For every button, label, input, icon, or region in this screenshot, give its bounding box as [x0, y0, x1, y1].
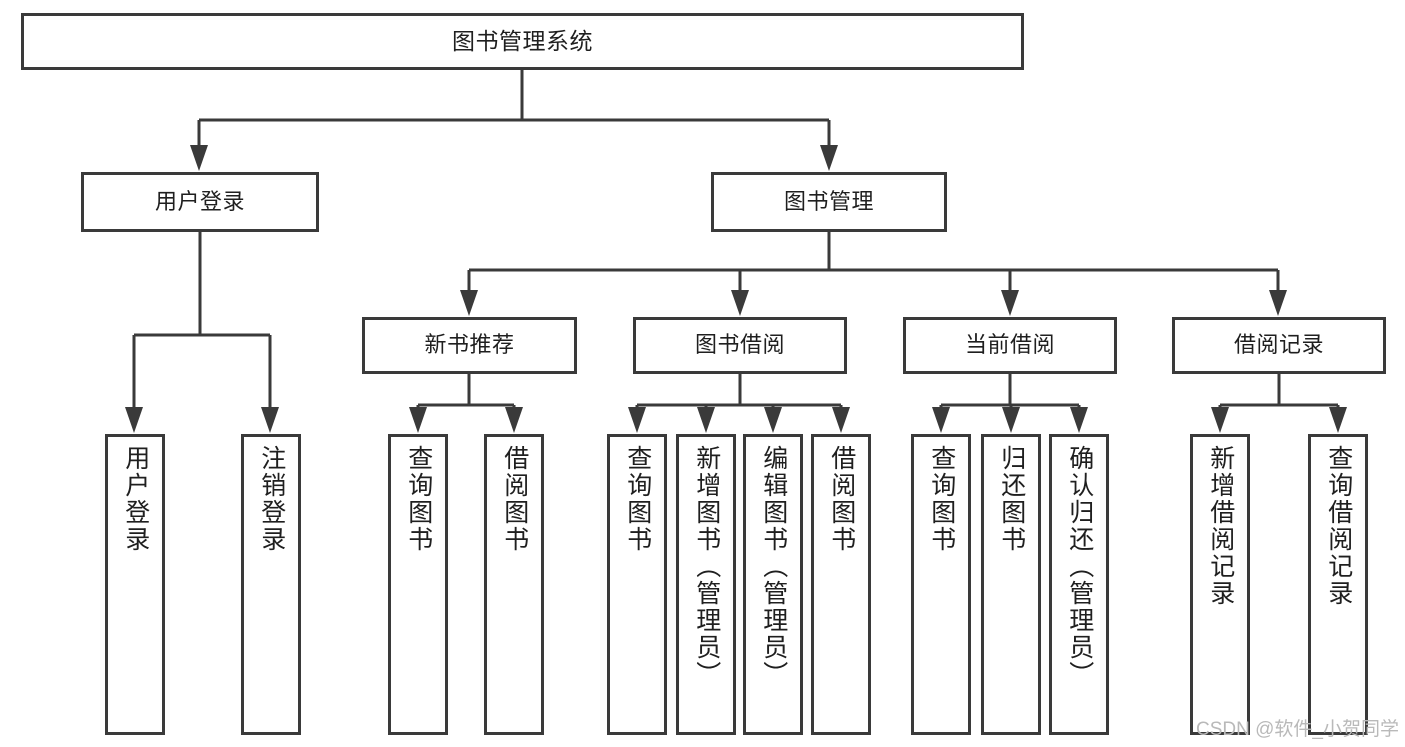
node-leaf-borrow-query-book[interactable]: 查询图书 — [607, 434, 667, 735]
node-leaf-current-query-book[interactable]: 查询图书 — [911, 434, 971, 735]
node-label: 用户登录 — [154, 188, 245, 214]
node-leaf-current-confirm-return[interactable]: 确认归还（管理员） — [1049, 434, 1109, 735]
node-label: 查询图书 — [623, 445, 652, 553]
node-leaf-borrow-add-book[interactable]: 新增图书（管理员） — [676, 434, 736, 735]
node-leaf-recommend-borrow-book[interactable]: 借阅图书 — [484, 434, 544, 735]
node-label: 查询借阅记录 — [1324, 445, 1353, 607]
arrowhead-icon — [1269, 290, 1287, 316]
arrowhead-icon — [697, 407, 715, 433]
node-leaf-borrow-lend-book[interactable]: 借阅图书 — [811, 434, 871, 735]
arrowhead-icon — [1329, 407, 1347, 433]
node-label: 新书推荐 — [424, 332, 515, 358]
arrowhead-icon — [628, 407, 646, 433]
arrowhead-icon — [1070, 407, 1088, 433]
node-borrow-record[interactable]: 借阅记录 — [1172, 317, 1386, 374]
arrowhead-icon — [764, 407, 782, 433]
node-user-login[interactable]: 用户登录 — [81, 172, 319, 232]
node-label: 新增借阅记录 — [1206, 445, 1235, 607]
node-label: 注销登录 — [257, 445, 286, 553]
node-label: 图书管理 — [783, 188, 874, 214]
arrowhead-icon — [1211, 407, 1229, 433]
arrowhead-icon — [932, 407, 950, 433]
arrowhead-icon — [832, 407, 850, 433]
node-root-system[interactable]: 图书管理系统 — [21, 13, 1024, 70]
arrowhead-icon — [505, 407, 523, 433]
node-label: 用户登录 — [121, 445, 150, 553]
node-leaf-borrow-edit-book[interactable]: 编辑图书（管理员） — [743, 434, 803, 735]
node-leaf-user-logout[interactable]: 注销登录 — [241, 434, 301, 735]
node-label: 借阅图书 — [827, 445, 856, 553]
arrowhead-icon — [1001, 290, 1019, 316]
node-label: 查询图书 — [404, 445, 433, 553]
node-label: 查询图书 — [927, 445, 956, 553]
node-label: 编辑图书（管理员） — [759, 445, 788, 688]
node-label: 借阅记录 — [1233, 332, 1324, 358]
arrowhead-icon — [409, 407, 427, 433]
arrowhead-icon — [125, 407, 143, 433]
node-new-book-recommend[interactable]: 新书推荐 — [362, 317, 577, 374]
node-leaf-current-return-book[interactable]: 归还图书 — [981, 434, 1041, 735]
arrowhead-icon — [820, 145, 838, 171]
node-book-management[interactable]: 图书管理 — [711, 172, 947, 232]
node-label: 图书管理系统 — [452, 27, 593, 54]
arrowhead-icon — [1002, 407, 1020, 433]
arrowhead-icon — [731, 290, 749, 316]
node-label: 借阅图书 — [500, 445, 529, 553]
arrowhead-icon — [190, 145, 208, 171]
node-label: 归还图书 — [997, 445, 1026, 553]
node-leaf-recommend-query-book[interactable]: 查询图书 — [388, 434, 448, 735]
node-label: 当前借阅 — [964, 332, 1055, 358]
node-book-borrow[interactable]: 图书借阅 — [633, 317, 847, 374]
node-leaf-record-add[interactable]: 新增借阅记录 — [1190, 434, 1250, 735]
node-label: 确认归还（管理员） — [1065, 445, 1094, 688]
node-label: 图书借阅 — [694, 332, 785, 358]
node-current-borrow[interactable]: 当前借阅 — [903, 317, 1117, 374]
node-leaf-record-query[interactable]: 查询借阅记录 — [1308, 434, 1368, 735]
arrowhead-icon — [460, 290, 478, 316]
watermark-text: CSDN @软件_小贺同学 — [1196, 719, 1399, 740]
node-label: 新增图书（管理员） — [692, 445, 721, 688]
node-leaf-user-login[interactable]: 用户登录 — [105, 434, 165, 735]
arrowhead-icon — [261, 407, 279, 433]
